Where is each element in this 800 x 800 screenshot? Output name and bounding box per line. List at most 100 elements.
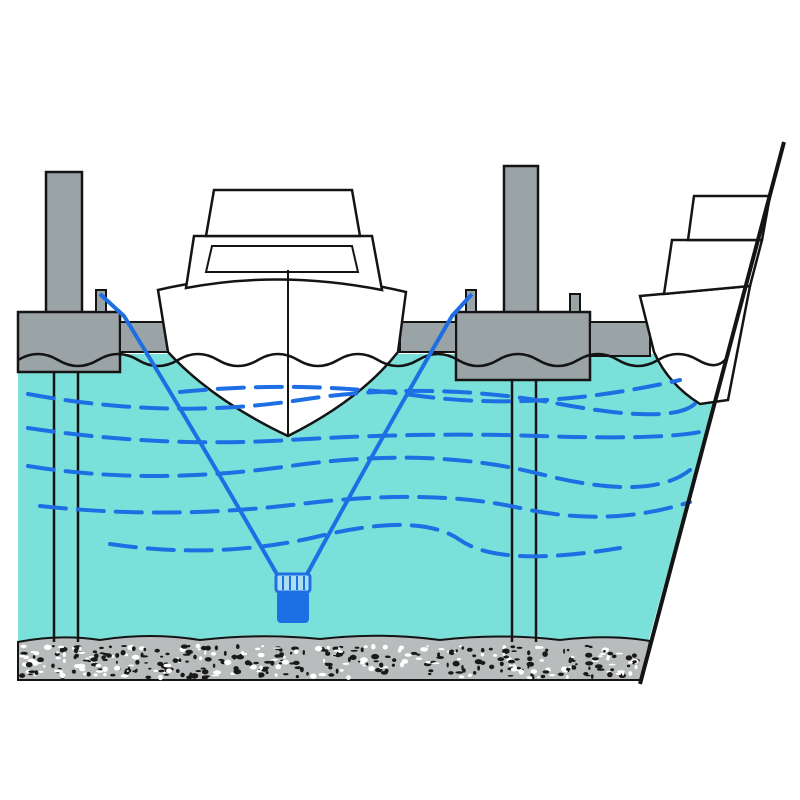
gravel-stone [446, 650, 450, 653]
gravel-stone [428, 672, 432, 676]
gravel-stone [99, 646, 104, 650]
gravel-stone [594, 664, 603, 669]
gravel-stone [291, 646, 299, 651]
gravel-stone [354, 646, 360, 649]
gravel-stone [322, 649, 329, 652]
gravel-stone [527, 666, 530, 669]
gravel-stone [210, 651, 217, 656]
gravel-stone [59, 672, 66, 679]
gravel-stone [19, 654, 26, 658]
gravel-stone [365, 662, 369, 666]
gravel-stone [530, 673, 534, 677]
gravel-stone [178, 658, 182, 662]
gravel-stone [607, 651, 614, 656]
gravel-stone [120, 650, 126, 656]
gravel-stone [19, 673, 26, 678]
gravel-stone [571, 665, 574, 670]
gravel-stone [182, 653, 191, 656]
gravel-stone [566, 648, 570, 652]
gravel-stone [537, 646, 544, 649]
gravel-stone [527, 650, 531, 656]
gravel-stone [325, 662, 333, 667]
gravel-stone [102, 658, 108, 662]
gravel-stone [626, 664, 631, 668]
right-piling [502, 164, 540, 318]
gravel-stone [201, 645, 207, 651]
gravel-stone [563, 648, 566, 654]
gravel-stone [474, 659, 483, 665]
gravel-stone [57, 645, 65, 649]
gravel-stone [420, 647, 428, 652]
gravel-stone [426, 645, 429, 648]
gravel-stone [458, 675, 465, 679]
gravel-stone [610, 668, 615, 672]
gravel-stone [489, 664, 495, 670]
gravel-stone [360, 660, 365, 665]
gravel-stone [588, 666, 591, 670]
gravel-stone [350, 649, 359, 652]
gravel-stone [583, 672, 589, 676]
gravel-stone [43, 665, 46, 668]
gravel-stone [585, 661, 594, 666]
gravel-stone [328, 665, 333, 670]
gravel-stone [310, 673, 317, 679]
gravel-stone [431, 662, 440, 665]
gravel-stone [25, 662, 33, 668]
gravel-stone [54, 669, 62, 673]
gravel-stone [111, 655, 115, 658]
gravel-stone [231, 654, 238, 660]
gravel-stone [318, 672, 327, 677]
gravel-stone [95, 670, 104, 673]
gravel-stone [28, 670, 36, 673]
gravel-stone [113, 665, 121, 671]
gravel-stone [212, 663, 216, 668]
submerged-circulator [274, 572, 312, 623]
gravel-stone [461, 646, 465, 650]
gravel-stone [265, 671, 269, 675]
gravel-stone [502, 652, 506, 657]
gravel-stone [131, 646, 136, 652]
gravel-stone [438, 648, 445, 651]
gravel-stone [480, 647, 485, 653]
gravel-stone [507, 659, 516, 664]
gravel-stone [27, 658, 36, 663]
left-floating-dock [16, 310, 122, 374]
water-surface [17, 352, 730, 368]
gravel-stone [190, 673, 199, 679]
gravel-stone [259, 665, 263, 671]
gravel-stone [302, 650, 305, 655]
gravel-stone [275, 664, 282, 670]
gravel-stone [120, 674, 129, 678]
gravel-stone [200, 667, 206, 670]
gravel-stone [628, 671, 633, 676]
gravel-stone [204, 657, 212, 662]
gravel-stone [128, 664, 135, 667]
gravel-stone [20, 644, 27, 649]
seawall [638, 141, 786, 685]
gravel-stone [502, 645, 507, 650]
gravel-stone [507, 675, 514, 677]
gravel-stone [95, 663, 102, 668]
gravel-stone [591, 657, 599, 661]
gravel-stone [75, 665, 80, 668]
gravel-stone [590, 674, 594, 679]
gravel-stone [160, 655, 164, 658]
gravel-stone [416, 653, 421, 656]
gravel-stone [473, 671, 477, 675]
gravel-stone [542, 651, 548, 657]
gravel-stone [634, 664, 638, 670]
gravel-stone [199, 656, 203, 661]
gravel-stone [571, 659, 576, 662]
gravel-stone [103, 672, 107, 677]
gravel-stone [607, 672, 613, 678]
water [18, 354, 728, 650]
gravel-stone [131, 654, 140, 660]
right-mooring-line [304, 292, 474, 577]
gravel-stone [516, 666, 521, 670]
gravel-stone [539, 659, 545, 662]
gravel-stone [545, 648, 549, 652]
gravel-stone [126, 670, 129, 672]
gravel-stone [385, 655, 390, 658]
gravel-stone [575, 663, 578, 666]
gravel-stone [477, 665, 480, 671]
